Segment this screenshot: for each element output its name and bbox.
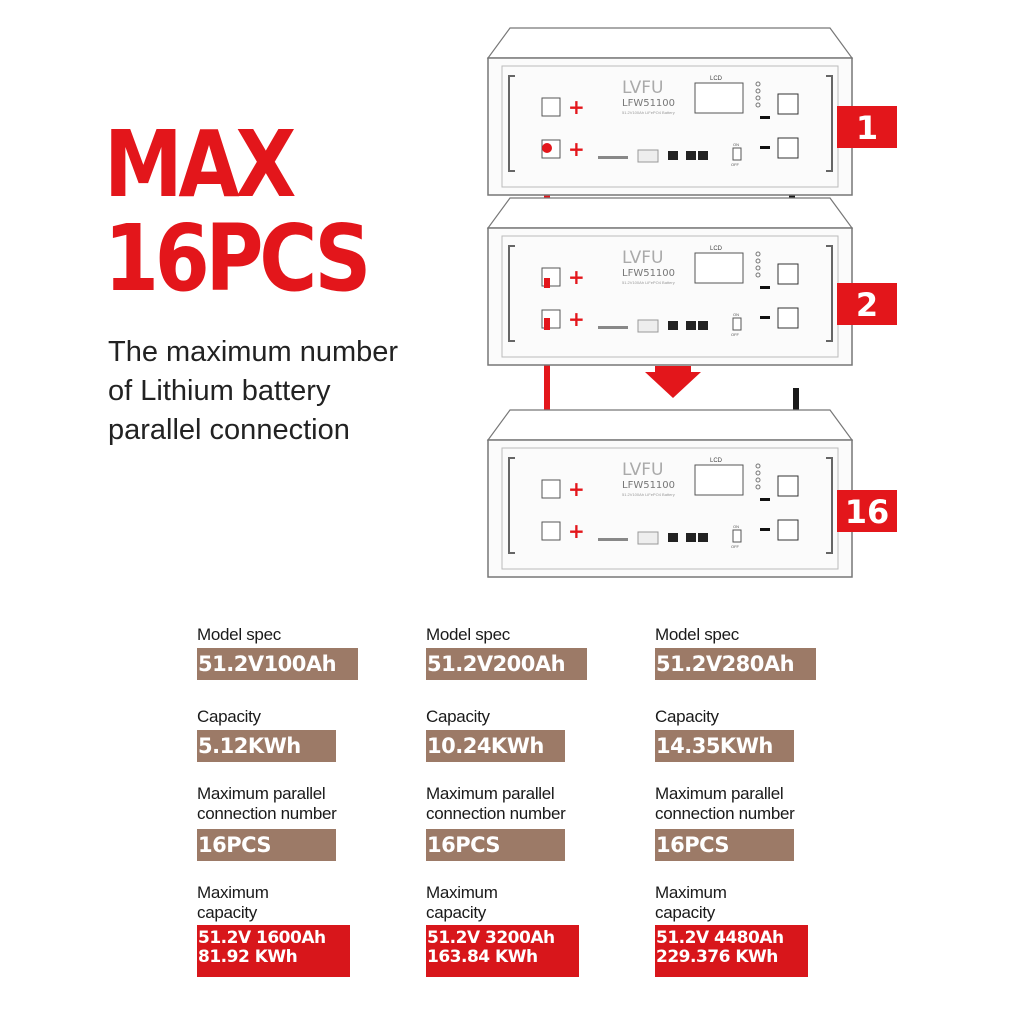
battery-unit: + + LVFU LFW51100 51.2V100Ah LiFePO4 Bat… — [486, 409, 854, 578]
brand-logo: LVFU — [622, 460, 663, 480]
lcd-screen — [694, 464, 744, 496]
svg-text:+: + — [568, 519, 585, 543]
model-label: LFW51100 — [622, 98, 675, 109]
max-capacity-label: Maximum capacity — [426, 883, 498, 922]
battery-parallel-diagram: + + LVFU LFW51100 51.2V100Ah LiFePO4 Bat… — [486, 27, 897, 578]
parallel-label: Maximum parallel connection number — [655, 784, 795, 823]
svg-text:OFF: OFF — [731, 332, 740, 337]
lcd-screen — [694, 252, 744, 284]
brand-logo: LVFU — [622, 78, 663, 98]
capacity-label: Capacity — [197, 707, 261, 726]
parallel-value: 16PCS — [655, 829, 794, 861]
capacity-value: 5.12KWh — [197, 730, 336, 762]
parallel-value: 16PCS — [197, 829, 336, 861]
spec-column-100ah: Model spec 51.2V100Ah Capacity 5.12KWh M… — [197, 625, 417, 977]
battery-subtitle: 51.2V100Ah LiFePO4 Battery — [622, 110, 675, 115]
svg-text:ON: ON — [733, 312, 739, 317]
svg-text:+: + — [568, 265, 585, 289]
model-spec-value: 51.2V280Ah — [655, 648, 816, 680]
max-capacity-label: Maximum capacity — [655, 883, 727, 922]
svg-text:ON: ON — [733, 142, 739, 147]
max-capacity-value: 51.2V 3200Ah 163.84 KWh — [426, 925, 579, 977]
unit-number-badge — [837, 490, 897, 532]
spec-column-200ah: Model spec 51.2V200Ah Capacity 10.24KWh … — [426, 625, 646, 977]
parallel-label: Maximum parallel connection number — [197, 784, 337, 823]
lcd-label: LCD — [710, 246, 723, 252]
model-spec-label: Model spec — [426, 625, 510, 644]
unit-number-badge — [837, 283, 897, 325]
power-switch — [732, 147, 742, 161]
capacity-value: 10.24KWh — [426, 730, 565, 762]
unit-number: 16 — [845, 493, 890, 531]
power-switch — [732, 317, 742, 331]
model-spec-value: 51.2V200Ah — [426, 648, 587, 680]
model-spec-value: 51.2V100Ah — [197, 648, 358, 680]
svg-text:+: + — [568, 95, 585, 119]
svg-text:OFF: OFF — [731, 162, 740, 167]
max-capacity-value: 51.2V 1600Ah 81.92 KWh — [197, 925, 350, 977]
max-capacity-label: Maximum capacity — [197, 883, 269, 922]
lcd-label: LCD — [710, 458, 723, 464]
battery-subtitle: 51.2V100Ah LiFePO4 Battery — [622, 492, 675, 497]
max-capacity-kwh: 229.376 KWh — [656, 947, 778, 967]
description: The maximum number of Lithium battery pa… — [108, 336, 399, 446]
headline-max: MAX — [104, 111, 296, 218]
unit-number-badge — [837, 106, 897, 148]
max-capacity-ah: 51.2V 4480Ah — [656, 928, 784, 948]
battery-subtitle: 51.2V100Ah LiFePO4 Battery — [622, 280, 675, 285]
capacity-label: Capacity — [655, 707, 719, 726]
max-capacity-value: 51.2V 4480Ah 229.376 KWh — [655, 925, 808, 977]
unit-number: 1 — [856, 109, 878, 147]
spec-column-280ah: Model spec 51.2V280Ah Capacity 14.35KWh … — [655, 625, 875, 977]
battery-unit: + + LVFU LFW51100 51.2V100Ah LiFePO4 Bat… — [486, 27, 854, 196]
lcd-label: LCD — [710, 76, 723, 82]
max-capacity-ah: 51.2V 1600Ah — [198, 928, 326, 948]
down-arrow-icon — [645, 366, 701, 398]
svg-text:OFF: OFF — [731, 544, 740, 549]
svg-text:+: + — [568, 307, 585, 331]
parallel-label: Maximum parallel connection number — [426, 784, 566, 823]
headline-16pcs: 16PCS — [104, 205, 371, 312]
model-label: LFW51100 — [622, 480, 675, 491]
model-spec-label: Model spec — [197, 625, 281, 644]
battery-unit: + + LVFU LFW51100 51.2V100Ah LiFePO4 Bat… — [486, 197, 854, 366]
headline: MAX 16PCS — [104, 111, 371, 312]
capacity-label: Capacity — [426, 707, 490, 726]
svg-text:ON: ON — [733, 524, 739, 529]
model-spec-label: Model spec — [655, 625, 739, 644]
svg-text:+: + — [568, 477, 585, 501]
parallel-value: 16PCS — [426, 829, 565, 861]
max-capacity-ah: 51.2V 3200Ah — [427, 928, 555, 948]
max-capacity-kwh: 81.92 KWh — [198, 947, 298, 967]
brand-logo: LVFU — [622, 248, 663, 268]
unit-number: 2 — [856, 286, 878, 324]
capacity-value: 14.35KWh — [655, 730, 794, 762]
max-capacity-kwh: 163.84 KWh — [427, 947, 538, 967]
model-label: LFW51100 — [622, 268, 675, 279]
power-switch — [732, 529, 742, 543]
svg-text:+: + — [568, 137, 585, 161]
lcd-screen — [694, 82, 744, 114]
